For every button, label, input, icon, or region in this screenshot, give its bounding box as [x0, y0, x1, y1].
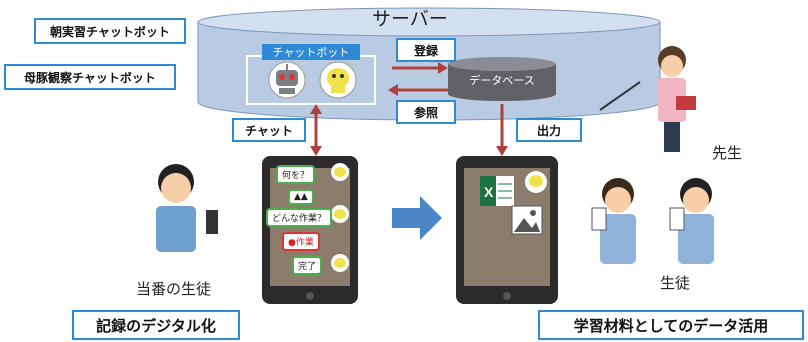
- chat-bubble: 何を？: [276, 165, 316, 184]
- yellow-robot-icon: [319, 61, 357, 99]
- duty-student-label: 当番の生徒: [136, 280, 212, 298]
- output-label: 出力: [516, 118, 582, 142]
- database-label: データベース: [469, 74, 535, 87]
- chat-bubble: 完了: [292, 256, 323, 275]
- tablet-robot-icon: [525, 171, 547, 193]
- chat-bubble: どんな作業？: [266, 208, 333, 227]
- server-title: サーバー: [372, 8, 448, 30]
- chat-bubble-red: ●作業: [282, 232, 320, 251]
- reference-label: 参照: [396, 100, 456, 124]
- chat-bubble: ▲▲: [288, 189, 314, 205]
- teacher-label: 先生: [712, 144, 743, 162]
- register-arrow: [392, 62, 448, 74]
- output-arrow: [496, 104, 508, 156]
- banner-data-use: 学習材料としてのデータ活用: [538, 310, 804, 340]
- database-cylinder: [448, 57, 556, 101]
- data-tablet: X: [456, 156, 558, 304]
- reference-arrow: [388, 84, 448, 96]
- chat-arrow: [310, 104, 322, 156]
- students-label: 生徒: [660, 274, 691, 292]
- register-label: 登録: [396, 38, 456, 62]
- teacher-figure: [599, 46, 696, 152]
- banner-digital-records: 記録のデジタル化: [72, 310, 240, 340]
- robot-icon: [268, 61, 306, 99]
- duty-student-figure: [156, 164, 218, 252]
- image-icon: [511, 205, 543, 235]
- svg-text:X: X: [484, 184, 494, 200]
- morning-chatbot-label: 朝実習チャットボット: [34, 18, 186, 44]
- bubble-robot-icons: [331, 163, 349, 272]
- chat-label: チャット: [232, 118, 306, 142]
- students-figure: [591, 178, 714, 264]
- observation-chatbot-label: 母豚観察チャットボット: [4, 64, 176, 90]
- excel-icon: X: [480, 176, 514, 206]
- chatbot-inner-label: チャットボット: [262, 44, 360, 60]
- flow-arrow: [392, 196, 442, 240]
